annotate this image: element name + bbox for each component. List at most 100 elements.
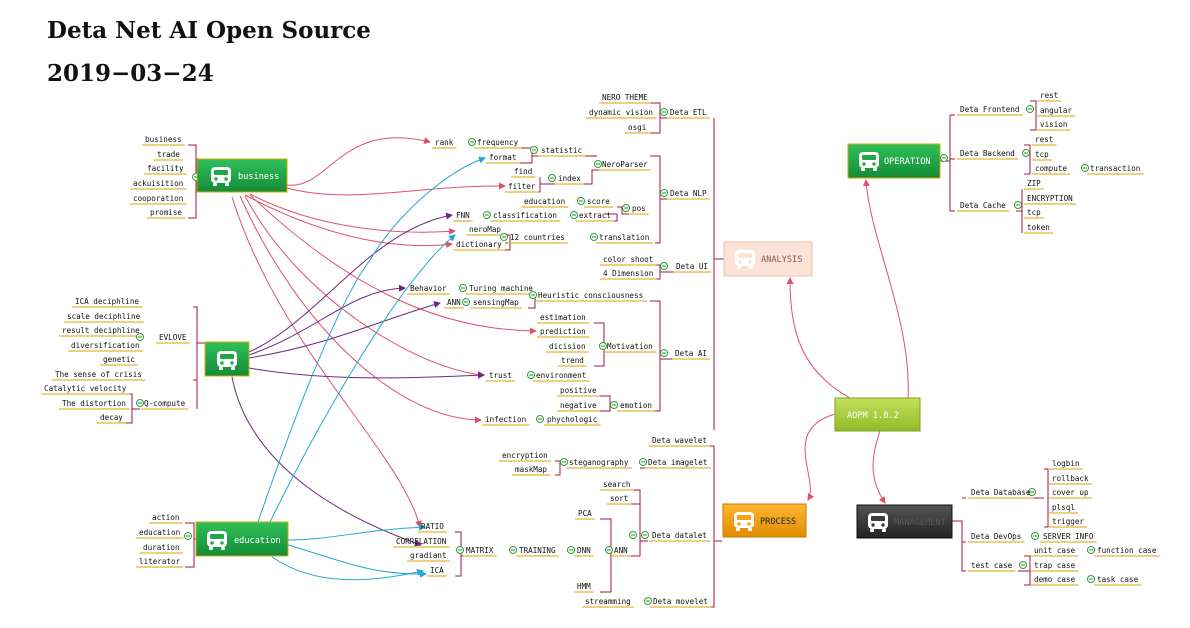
topic-op-angular[interactable]: angular bbox=[1040, 106, 1072, 115]
topic-evl-ica[interactable]: ICA deciphline bbox=[75, 297, 139, 306]
topic-edu-action[interactable]: action bbox=[152, 513, 179, 522]
topic-m-coverup[interactable]: cover up bbox=[1052, 488, 1089, 497]
topic-p-ratio[interactable]: RATIO bbox=[421, 522, 444, 531]
topic-op-token[interactable]: token bbox=[1027, 223, 1050, 232]
topic-p-search[interactable]: search bbox=[603, 480, 630, 489]
management-node[interactable]: MANAGEMENT bbox=[856, 504, 953, 539]
topic-edu-duration[interactable]: duration bbox=[143, 543, 180, 552]
topic-p-datalet[interactable]: Deta datalet bbox=[652, 531, 707, 540]
topic-nlp-neroparser[interactable]: NeroParser bbox=[602, 160, 648, 169]
topic-edu-literator[interactable]: literator bbox=[139, 557, 181, 566]
topic-op-vision[interactable]: vision bbox=[1040, 120, 1067, 129]
topic-nlp-score[interactable]: score bbox=[587, 197, 610, 206]
topic-p-steganography[interactable]: steganography bbox=[569, 458, 629, 467]
topic-ui[interactable]: Deta UI bbox=[676, 262, 708, 271]
education-node[interactable]: education bbox=[195, 521, 289, 557]
topic-edu-education[interactable]: education bbox=[139, 528, 180, 537]
topic-m-server[interactable]: SERVER INFO bbox=[1043, 532, 1094, 541]
topic-ai-behavior[interactable]: Behavior bbox=[410, 284, 447, 293]
evlove-node[interactable] bbox=[204, 341, 250, 377]
topic-nlp-dictionary[interactable]: dictionary bbox=[456, 240, 502, 249]
analysis-node[interactable]: ANALYSIS bbox=[723, 241, 813, 277]
topic-ai-ann[interactable]: ANN bbox=[447, 298, 461, 307]
topic-business-ackuisition[interactable]: ackuisition bbox=[133, 179, 183, 188]
topic-evl-distortion[interactable]: The distortion bbox=[62, 399, 126, 408]
topic-p-pca[interactable]: PCA bbox=[578, 509, 592, 518]
topic-evl-evlove[interactable]: EVLOVE bbox=[159, 333, 187, 342]
topic-op-compute[interactable]: compute bbox=[1035, 164, 1067, 173]
topic-op-transaction[interactable]: transaction bbox=[1090, 164, 1140, 173]
topic-p-ica[interactable]: ICA bbox=[430, 566, 444, 575]
topic-ai-sensingmap[interactable]: sensingMap bbox=[473, 298, 519, 307]
topic-ai-turing[interactable]: Turing machine bbox=[469, 284, 533, 293]
topic-m-unitcase[interactable]: unit case bbox=[1034, 546, 1076, 555]
topic-p-streamming[interactable]: streamming bbox=[585, 597, 631, 606]
topic-evl-scale[interactable]: scale deciphline bbox=[67, 312, 141, 321]
topic-ai-dicision[interactable]: dicision bbox=[549, 342, 586, 351]
topic-m-devops[interactable]: Deta DevOps bbox=[971, 532, 1021, 541]
topic-ai-trend[interactable]: trend bbox=[561, 356, 584, 365]
topic-ai-negative[interactable]: negative bbox=[560, 401, 597, 410]
topic-nlp-statistic[interactable]: statistic bbox=[541, 146, 582, 155]
topic-nlp-fnn[interactable]: FNN bbox=[456, 211, 470, 220]
topic-p-matrix[interactable]: MATRIX bbox=[466, 546, 494, 555]
topic-etl-dynamic[interactable]: dynamic vision bbox=[589, 108, 653, 117]
topic-etl-nero[interactable]: NERO THEME bbox=[602, 93, 648, 102]
topic-ai-positive[interactable]: positive bbox=[560, 386, 597, 395]
topic-op-rest[interactable]: rest bbox=[1040, 91, 1058, 100]
topic-p-gradiant[interactable]: gradiant bbox=[410, 551, 447, 560]
topic-ui-4d[interactable]: 4 Dimension bbox=[603, 269, 653, 278]
topic-business-facility[interactable]: facility bbox=[147, 164, 184, 173]
topic-evl-genetic[interactable]: genetic bbox=[103, 355, 135, 364]
topic-nlp-frequency[interactable]: frequency bbox=[477, 138, 519, 147]
topic-nlp-format[interactable]: format bbox=[489, 153, 516, 162]
topic-nlp-classification[interactable]: classification bbox=[493, 211, 557, 220]
topic-ai-environment[interactable]: environment bbox=[536, 371, 586, 380]
topic-m-functioncase[interactable]: function case bbox=[1097, 546, 1157, 555]
topic-nlp-index[interactable]: index bbox=[558, 174, 581, 183]
topic-ai-prediction[interactable]: prediction bbox=[540, 327, 586, 336]
topic-ai-estimation[interactable]: estimation bbox=[540, 313, 586, 322]
topic-ai-motivation[interactable]: Motivation bbox=[607, 342, 653, 351]
topic-m-database[interactable]: Deta Database bbox=[971, 488, 1031, 497]
topic-op-tcp2[interactable]: tcp bbox=[1027, 208, 1041, 217]
topic-ai-trust[interactable]: trust bbox=[489, 371, 512, 380]
topic-m-rollback[interactable]: rollback bbox=[1052, 474, 1089, 483]
topic-nlp-education[interactable]: education bbox=[524, 197, 565, 206]
topic-evl-result[interactable]: result deciphline bbox=[62, 326, 140, 335]
topic-evl-qcompute[interactable]: Q-compute bbox=[144, 399, 186, 408]
topic-m-trigger[interactable]: trigger bbox=[1052, 517, 1084, 526]
topic-p-ann[interactable]: ANN bbox=[614, 546, 628, 555]
topic-etl-osgi[interactable]: osgi bbox=[628, 123, 647, 132]
topic-op-zip[interactable]: ZIP bbox=[1027, 179, 1041, 188]
topic-nlp-filter[interactable]: filter bbox=[508, 182, 536, 191]
topic-nlp-find[interactable]: find bbox=[514, 167, 532, 176]
business-node[interactable]: business bbox=[196, 158, 288, 193]
topic-op-tcp[interactable]: tcp bbox=[1035, 150, 1049, 159]
topic-p-sort[interactable]: sort bbox=[610, 494, 628, 503]
topic-p-wavelet[interactable]: Deta wavelet bbox=[652, 436, 707, 445]
aopm-node[interactable]: AOPM 1.0.2 bbox=[834, 397, 921, 432]
topic-ai[interactable]: Deta AI bbox=[675, 349, 707, 358]
topic-ai-heuristic[interactable]: Heuristic consciousness bbox=[538, 291, 643, 300]
topic-nlp-12countries[interactable]: 12 countries bbox=[510, 233, 565, 242]
topic-nlp[interactable]: Deta NLP bbox=[670, 189, 707, 198]
topic-nlp-rank[interactable]: rank bbox=[435, 138, 454, 147]
topic-op-encryption[interactable]: ENCRYPTION bbox=[1027, 194, 1073, 203]
topic-p-correlation[interactable]: CORRELATION bbox=[396, 537, 447, 546]
topic-p-hmm[interactable]: HMM bbox=[577, 582, 591, 591]
topic-p-imagelet[interactable]: Deta imagelet bbox=[648, 458, 707, 467]
topic-evl-catalytic[interactable]: Catalytic velocity bbox=[44, 384, 127, 393]
topic-nlp-pos[interactable]: pos bbox=[632, 204, 646, 213]
topic-ai-emotion[interactable]: emotion bbox=[620, 401, 652, 410]
topic-ai-phychologic[interactable]: phychologic bbox=[547, 415, 597, 424]
topic-op-frontend[interactable]: Deta Frontend bbox=[960, 105, 1019, 114]
topic-ui-color[interactable]: color shoot bbox=[603, 255, 653, 264]
topic-p-maskmap[interactable]: maskMap bbox=[515, 465, 547, 474]
topic-m-democase[interactable]: demo case bbox=[1034, 575, 1076, 584]
topic-m-trapcase[interactable]: trap case bbox=[1034, 561, 1076, 570]
process-node[interactable]: PROCESS bbox=[722, 503, 807, 538]
topic-op-rest2[interactable]: rest bbox=[1035, 135, 1053, 144]
topic-m-plsql[interactable]: plsql bbox=[1052, 503, 1075, 512]
topic-p-dnn[interactable]: DNN bbox=[577, 546, 591, 555]
